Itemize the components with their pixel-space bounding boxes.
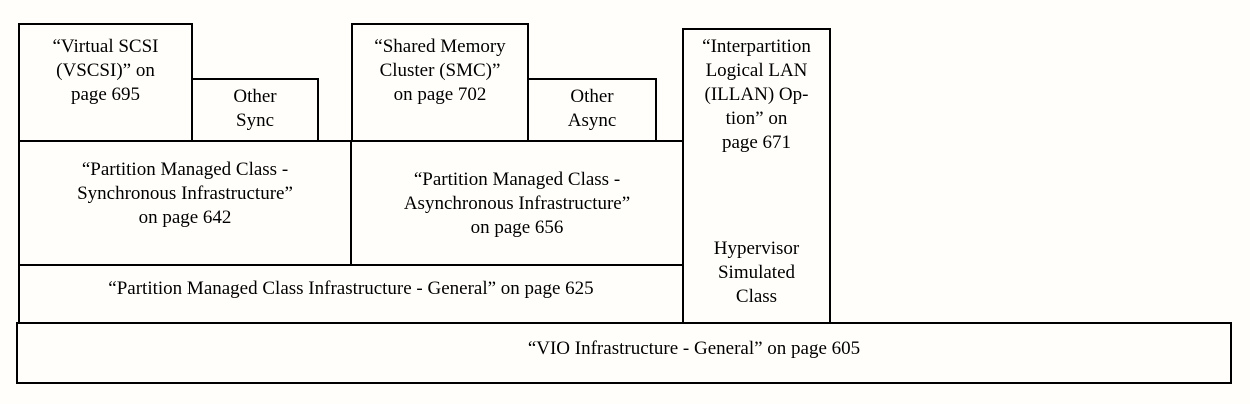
partition-managed-class-general-label: “Partition Managed Class Infrastructure … xyxy=(108,278,594,299)
box-other-async: Other Async xyxy=(527,78,657,142)
box-shared-memory-cluster: “Shared Memory Cluster (SMC)” on page 70… xyxy=(351,23,529,142)
hypervisor-simulated-class-label: Hypervisor Simulated Class xyxy=(713,238,800,307)
virtual-scsi-label: “Virtual SCSI (VSCSI)” on page 695 xyxy=(52,36,159,105)
async-infrastructure-label: “Partition Managed Class - Asynchronous … xyxy=(403,169,631,238)
box-illan-option: “Interpartition Logical LAN (ILLAN) Op- … xyxy=(682,28,831,324)
box-sync-infrastructure: “Partition Managed Class - Synchronous I… xyxy=(18,140,352,266)
box-virtual-scsi: “Virtual SCSI (VSCSI)” on page 695 xyxy=(18,23,193,142)
shared-memory-cluster-label: “Shared Memory Cluster (SMC)” on page 70… xyxy=(374,36,506,105)
sync-infrastructure-label: “Partition Managed Class - Synchronous I… xyxy=(77,159,293,228)
box-async-infrastructure: “Partition Managed Class - Asynchronous … xyxy=(350,140,684,266)
box-partition-managed-class-general: “Partition Managed Class Infrastructure … xyxy=(18,264,684,324)
box-vio-infrastructure-general: “VIO Infrastructure - General” on page 6… xyxy=(16,322,1232,384)
box-other-sync: Other Sync xyxy=(191,78,319,142)
vio-infrastructure-general-label: “VIO Infrastructure - General” on page 6… xyxy=(527,338,861,359)
other-sync-label: Other Sync xyxy=(233,86,277,131)
illan-option-label: “Interpartition Logical LAN (ILLAN) Op- … xyxy=(702,36,811,153)
other-async-label: Other Async xyxy=(567,86,617,131)
